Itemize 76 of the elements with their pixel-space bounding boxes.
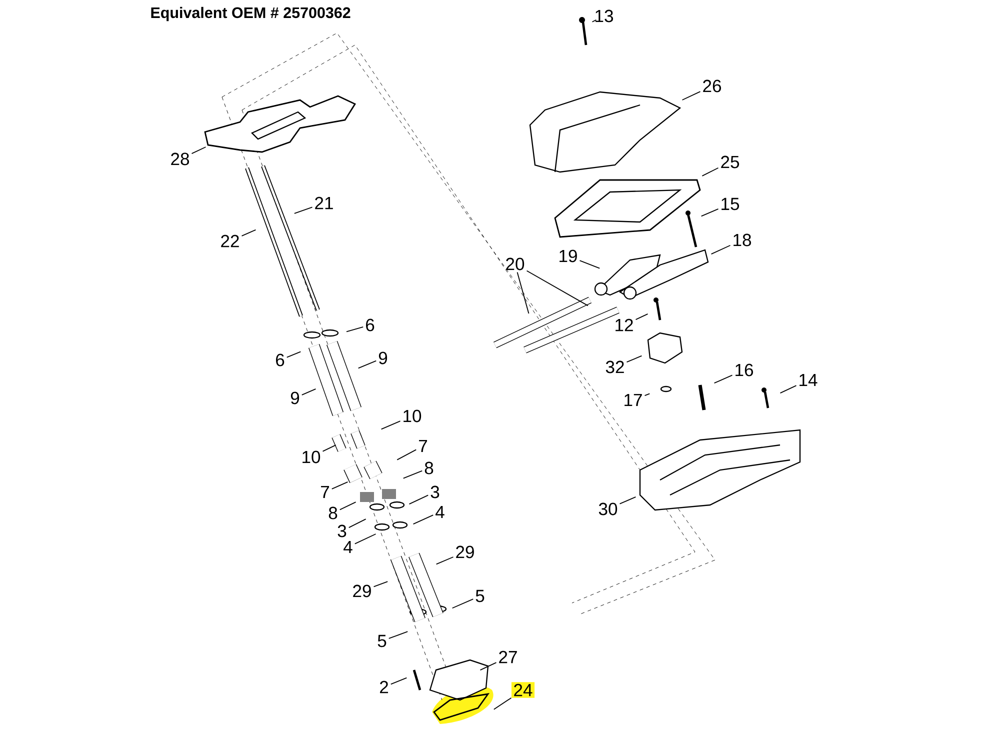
leader-line <box>348 518 366 528</box>
leader-line <box>301 388 316 396</box>
leader-line <box>358 360 377 369</box>
callout-number: 6 <box>276 354 284 366</box>
callout-number: 5 <box>476 590 484 602</box>
leader-line <box>294 206 313 214</box>
callout-number: 9 <box>378 352 388 364</box>
leader-line <box>493 697 512 710</box>
callout-number: 18 <box>734 234 751 246</box>
callout-number: 29 <box>456 546 474 558</box>
leader-line <box>592 19 597 22</box>
leader-line <box>373 581 388 588</box>
callout-number: 25 <box>721 156 740 168</box>
leader-line <box>626 355 642 363</box>
callout-number: 12 <box>616 318 633 332</box>
callout-number: 7 <box>321 486 329 498</box>
leader-line <box>619 496 636 504</box>
callout-number: 7 <box>419 440 427 452</box>
callout-number: 22 <box>221 234 239 248</box>
leader-line <box>714 374 733 384</box>
leader-line <box>380 420 401 430</box>
callout-number: 9 <box>290 392 300 404</box>
highlighted-callout-number: 24 <box>511 682 535 698</box>
leader-line <box>412 514 434 525</box>
callout-number: 14 <box>800 374 818 386</box>
leader-line <box>346 326 364 332</box>
leader-line <box>354 534 376 544</box>
leader-line <box>682 91 701 100</box>
callout-number: 3 <box>430 486 440 498</box>
callout-number: 19 <box>560 250 577 262</box>
leader-line <box>388 631 408 639</box>
leader-line <box>396 449 417 460</box>
leader-line <box>331 481 348 490</box>
leader-line <box>390 677 408 685</box>
callout-number: 28 <box>171 152 189 166</box>
callout-number: 2 <box>380 680 388 694</box>
leader-line <box>710 244 731 255</box>
leader-line <box>480 662 497 670</box>
leader-line <box>780 385 797 394</box>
callout-number: 26 <box>703 80 721 92</box>
callout-number: 6 <box>366 318 374 332</box>
callout-number: 32 <box>606 360 624 374</box>
callout-number: 30 <box>598 502 618 516</box>
leader-line <box>402 470 423 479</box>
callout-number: 27 <box>499 650 517 664</box>
leader-line <box>579 260 600 269</box>
callout-number: 8 <box>328 506 338 520</box>
leader-line <box>408 494 429 504</box>
leader-line <box>241 229 256 236</box>
leader-line <box>322 444 336 452</box>
leader-line <box>526 270 588 306</box>
leader-line <box>452 598 474 609</box>
leader-line <box>339 502 356 510</box>
callout-number: 3 <box>338 524 346 538</box>
leader-line <box>436 556 454 565</box>
callout-number: 21 <box>315 196 333 210</box>
callout-number: 10 <box>302 450 320 464</box>
leader-line <box>644 393 650 396</box>
leader-line <box>191 146 206 154</box>
callout-number: 13 <box>596 10 613 22</box>
leader-line <box>700 208 719 217</box>
callout-number: 4 <box>436 506 444 518</box>
callout-number: 10 <box>404 410 422 422</box>
callout-number: 4 <box>344 540 352 554</box>
callout-number: 17 <box>624 394 642 406</box>
callout-number: 29 <box>353 584 371 598</box>
callout-number: 20 <box>506 258 524 270</box>
callout-number: 16 <box>736 364 753 376</box>
callout-number: 8 <box>424 462 434 474</box>
callout-number: 5 <box>378 634 386 648</box>
leader-line <box>286 351 302 358</box>
title: Equivalent OEM # 25700362 <box>151 6 350 22</box>
leader-line <box>635 314 648 320</box>
leader-line <box>702 167 719 176</box>
callout-number: 15 <box>722 198 740 210</box>
leader-line <box>516 272 530 314</box>
